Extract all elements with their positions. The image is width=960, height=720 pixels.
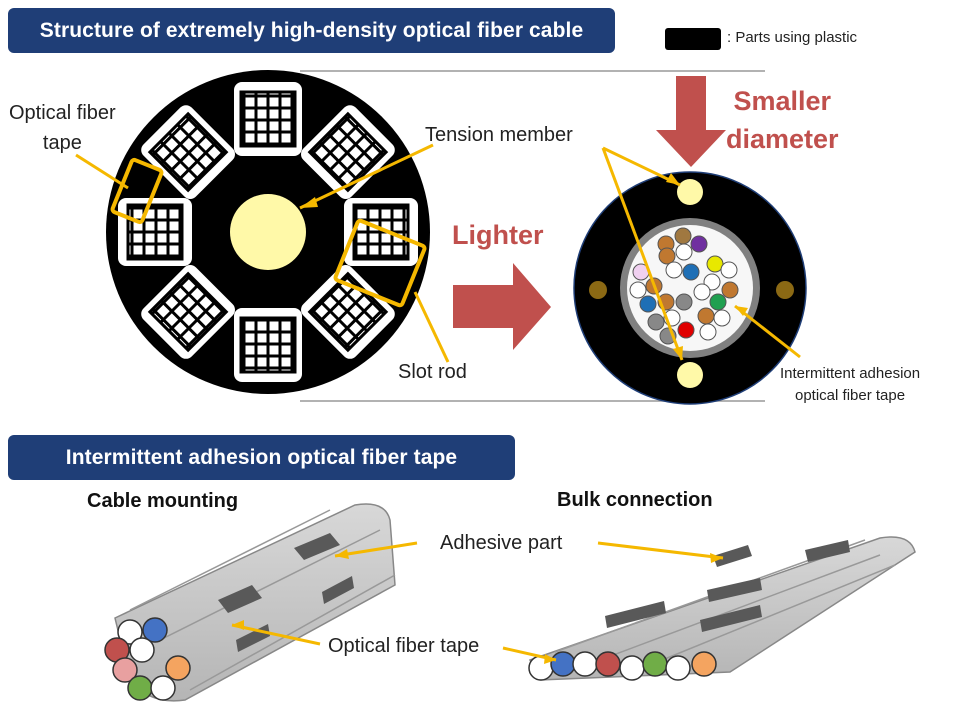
legend-plastic-swatch bbox=[665, 28, 721, 50]
slot-groove bbox=[141, 265, 235, 359]
rip-cord-right bbox=[776, 281, 794, 299]
slot-groove bbox=[301, 265, 395, 359]
optical-fiber bbox=[674, 227, 692, 245]
fiber-tape-stack bbox=[307, 111, 389, 193]
optical-fiber bbox=[675, 293, 693, 311]
label-lighter: Lighter bbox=[452, 220, 544, 250]
fiber-tape-stack bbox=[239, 90, 297, 148]
optical-fiber bbox=[713, 309, 731, 327]
optical-fiber bbox=[629, 281, 647, 299]
fiber-tape-stack bbox=[352, 203, 410, 261]
highlight-slot-rod bbox=[333, 218, 427, 308]
slot-groove bbox=[234, 308, 302, 382]
slot-groove bbox=[344, 198, 418, 266]
optical-fiber bbox=[721, 281, 739, 299]
label-optical-fiber-tape-bottom: Optical fiber tape bbox=[328, 635, 480, 657]
optical-fiber bbox=[697, 307, 715, 325]
label-optical-fiber-tape: Optical fiber tape bbox=[9, 102, 116, 154]
label-tension-member: Tension member bbox=[425, 124, 573, 146]
label-smaller-diameter: Smaller diameter bbox=[726, 86, 839, 154]
callout-optical-fiber-tape bbox=[75, 153, 129, 190]
slot-groove bbox=[141, 105, 235, 199]
label-intermittent-adhesion-tape: Intermittent adhesion optical fiber tape bbox=[780, 365, 921, 404]
optical-fiber bbox=[682, 263, 700, 281]
optical-fiber bbox=[639, 295, 657, 313]
slot-groove bbox=[118, 198, 192, 266]
bulk-connection-illustration bbox=[528, 536, 916, 681]
tension-member-top bbox=[677, 179, 703, 205]
label-slot-rod: Slot rod bbox=[398, 361, 467, 383]
callout-slot-rod bbox=[413, 291, 450, 363]
fiber-tape-stack bbox=[147, 271, 229, 353]
optical-fiber bbox=[677, 321, 695, 339]
section-title-intermittent-tape: Intermittent adhesion optical fiber tape bbox=[8, 435, 515, 480]
fiber-tape-stack bbox=[126, 203, 184, 261]
rip-cord-left bbox=[589, 281, 607, 299]
optical-fiber bbox=[658, 247, 676, 265]
lighter-arrow bbox=[453, 263, 551, 350]
optical-fiber bbox=[699, 323, 717, 341]
fiber-tape-stack bbox=[239, 316, 297, 374]
label-adhesive-part: Adhesive part bbox=[440, 532, 563, 554]
legend-plastic-label: : Parts using plastic bbox=[727, 29, 858, 46]
optical-fiber bbox=[720, 261, 738, 279]
tension-member-bottom bbox=[677, 362, 703, 388]
slot-groove bbox=[234, 82, 302, 156]
optical-fiber bbox=[693, 283, 711, 301]
slot-rod-cable-cross-section bbox=[106, 70, 430, 394]
central-tension-member bbox=[230, 194, 306, 270]
optical-fiber bbox=[665, 261, 683, 279]
label-bulk-connection: Bulk connection bbox=[557, 489, 713, 511]
small-diameter-cable-cross-section bbox=[573, 171, 807, 405]
callout-tension-member-left bbox=[299, 143, 434, 210]
fiber-tape-stack bbox=[147, 111, 229, 193]
optical-fiber bbox=[647, 313, 665, 331]
label-cable-mounting: Cable mounting bbox=[87, 490, 239, 512]
smaller-diameter-arrow bbox=[656, 76, 726, 167]
optical-fiber bbox=[675, 243, 693, 261]
optical-fiber bbox=[690, 235, 708, 253]
optical-fiber bbox=[709, 293, 727, 311]
cable-mounting-illustration bbox=[104, 503, 396, 702]
section-title-cable-structure: Structure of extremely high-density opti… bbox=[8, 8, 615, 53]
